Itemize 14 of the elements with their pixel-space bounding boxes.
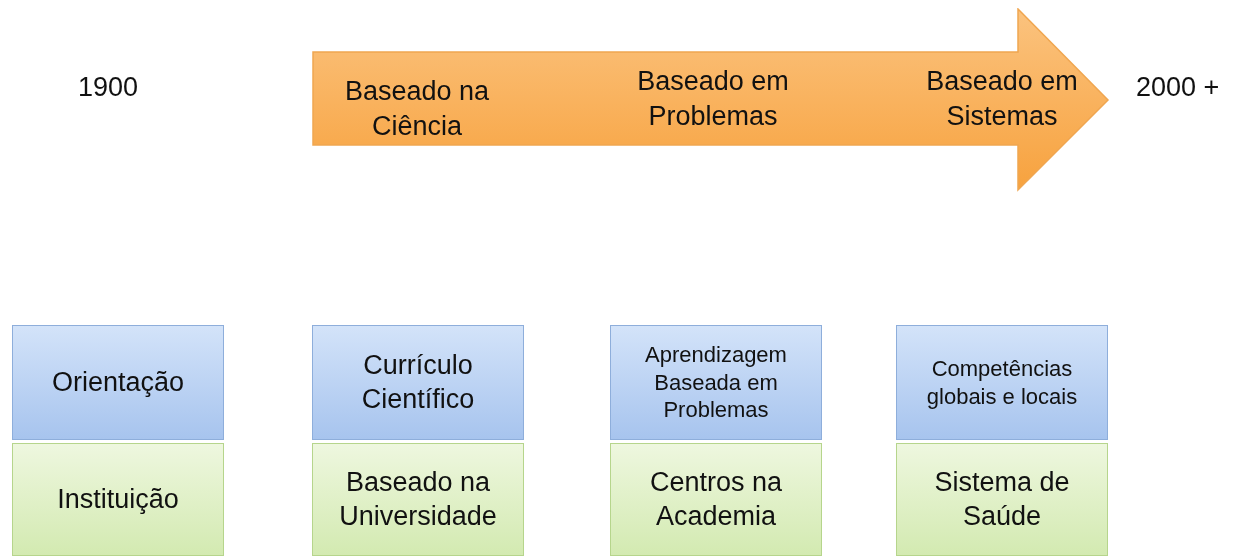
category-box: Currículo Científico [312, 325, 524, 440]
category-box: Aprendizagem Baseada em Problemas [610, 325, 822, 440]
category-box: Competências globais e locais [896, 325, 1108, 440]
stage-label: Baseado na Ciência [343, 75, 491, 144]
timeline-arrow [312, 8, 1110, 192]
category-box: Sistema de Saúde [896, 443, 1108, 556]
year-label: 2000 + [1136, 72, 1220, 103]
category-box: Baseado na Universidade [312, 443, 524, 556]
category-box: Orientação [12, 325, 224, 440]
category-box: Centros na Academia [610, 443, 822, 556]
category-box: Instituição [12, 443, 224, 556]
year-label: 1900 [78, 72, 139, 103]
stage-label: Baseado em Problemas [636, 65, 790, 134]
stage-label: Baseado em Sistemas [925, 65, 1079, 134]
